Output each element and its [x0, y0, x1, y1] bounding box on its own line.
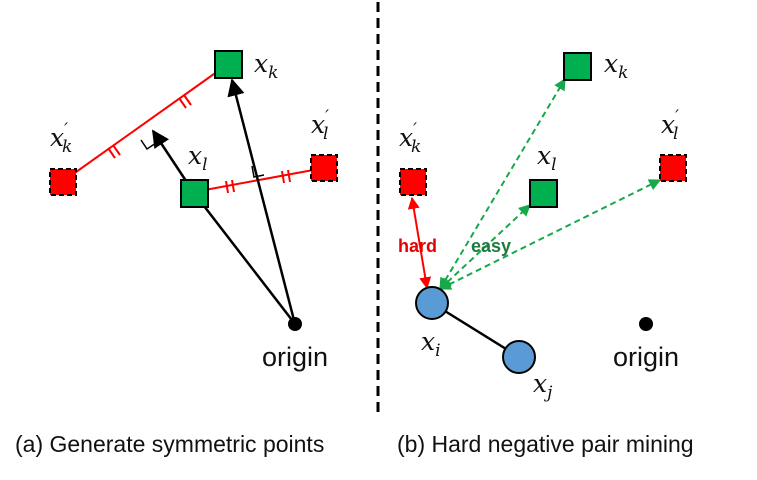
node-xl: [180, 179, 209, 208]
origin-label: origin: [262, 342, 328, 372]
symmetry-line-k: [61, 63, 229, 183]
label-xk-prime-b: x′k: [399, 120, 421, 157]
caption-b: (b) Hard negative pair mining: [397, 431, 694, 457]
node-xl-prime-b: [659, 154, 687, 182]
equal-ticks-l: [225, 169, 291, 194]
label-xl-prime-b: x′l: [661, 107, 679, 144]
node-xj: [502, 340, 536, 374]
hard-arrow-xk-prime: [407, 196, 432, 290]
equal-ticks-k: [107, 94, 192, 159]
label-xi: xi: [421, 327, 441, 361]
label-xl: xl: [188, 141, 208, 175]
easy-label: easy: [471, 236, 511, 256]
caption-a: (a) Generate symmetric points: [15, 431, 324, 457]
label-xk: xk: [254, 49, 278, 83]
label-xl-b: xl: [537, 141, 557, 175]
node-xk: [214, 50, 243, 79]
node-xk-b: [563, 52, 592, 81]
node-xl-prime: [310, 154, 338, 182]
easy-arrow-xl-prime: [438, 179, 662, 290]
label-xj: xj: [533, 369, 553, 403]
node-xk-prime-b: [399, 168, 427, 196]
panel-b: origin hard easy xk xl x′k x′l xi xj (b)…: [397, 49, 694, 457]
origin-point: [288, 317, 302, 331]
vector-origin-to-xk: [227, 78, 297, 325]
label-xk-b: xk: [604, 49, 628, 83]
panel-a: origin xk xl x′k x′l (a) Generate symmet…: [15, 49, 338, 457]
origin-point-b: [639, 317, 653, 331]
origin-label-b: origin: [613, 342, 679, 372]
node-xl-b: [529, 179, 558, 208]
vector-origin-to-xl: [193, 192, 296, 325]
node-xk-prime: [49, 168, 77, 196]
right-angle-mark-l: [251, 165, 265, 178]
anchor-link: [431, 301, 520, 359]
hard-label: hard: [398, 236, 437, 256]
label-xk-prime: x′k: [50, 120, 72, 157]
right-angle-mark-k: [140, 139, 157, 151]
label-xl-prime: x′l: [311, 107, 329, 144]
node-xi: [415, 286, 449, 320]
